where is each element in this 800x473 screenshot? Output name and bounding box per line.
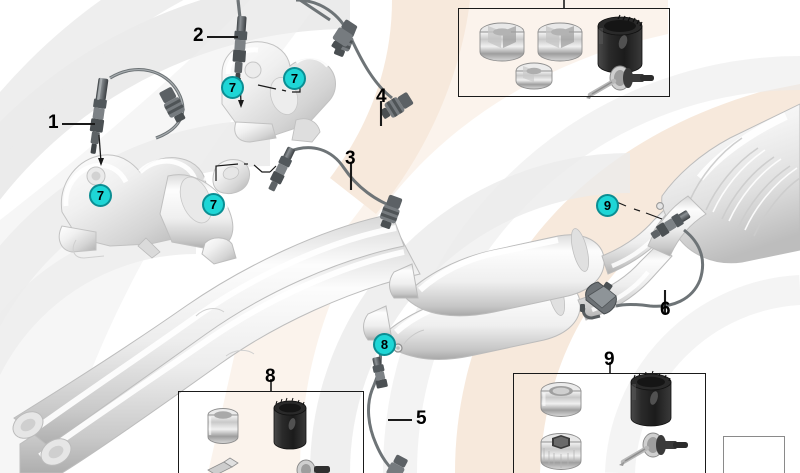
callout-6: 6 bbox=[660, 299, 671, 320]
sensor-top-right-connector bbox=[331, 19, 358, 51]
bubble-7-manifold-upper-left[interactable]: 7 bbox=[221, 76, 244, 99]
muffler-ribs bbox=[689, 137, 800, 237]
muffler-rib-highlights bbox=[712, 149, 798, 231]
callout-8: 8 bbox=[265, 366, 276, 387]
callout-4: 4 bbox=[376, 86, 387, 107]
sensor-3-connector bbox=[379, 194, 403, 229]
wrench-tool-bl bbox=[207, 457, 239, 473]
hex-socket-plug-br bbox=[540, 433, 582, 470]
hole-saw-top bbox=[597, 14, 643, 74]
sensor-control-module bbox=[580, 281, 617, 320]
inset-box-bottom-right bbox=[513, 373, 706, 473]
arbor-with-drill-bit-br bbox=[619, 432, 688, 466]
oxygen-sensor-1 bbox=[89, 68, 186, 154]
bubble-8-front-pipe[interactable]: 8 bbox=[373, 333, 396, 356]
callout-9: 9 bbox=[604, 349, 615, 370]
oxygen-sensor-3 bbox=[268, 146, 403, 229]
hole-saw-bl bbox=[273, 397, 307, 450]
midpipe-sensor-boss bbox=[212, 159, 251, 195]
sensor-1-body bbox=[89, 77, 109, 154]
bubble-7-manifold-upper-right[interactable]: 7 bbox=[283, 67, 306, 90]
inset-top-right-parts bbox=[479, 14, 654, 99]
bubble-7-manifold-left[interactable]: 7 bbox=[89, 184, 112, 207]
arbor-bl bbox=[296, 459, 330, 473]
exhaust-front-pipe-y bbox=[12, 213, 421, 473]
tan-background-arc-b bbox=[208, 0, 668, 473]
oxygen-sensor-5 bbox=[367, 349, 408, 473]
oxygen-sensor-6 bbox=[615, 210, 705, 308]
sensor-6-body bbox=[650, 210, 691, 239]
threaded-plug-top bbox=[515, 62, 553, 90]
sensor-5-connector bbox=[386, 454, 408, 473]
bushing-sleeve-bl bbox=[207, 408, 239, 444]
inset-box-top-right bbox=[458, 8, 670, 97]
sensor-3-body bbox=[268, 146, 295, 192]
sensor-1-connector bbox=[159, 87, 186, 123]
bushing-nut-a bbox=[479, 22, 525, 62]
inset-bottom-left-parts bbox=[207, 397, 330, 473]
arbor-with-drill-bit-top bbox=[586, 65, 654, 99]
callout-3: 3 bbox=[345, 148, 356, 169]
bushing-nut-b bbox=[537, 22, 583, 62]
inset-bottom-right-parts bbox=[540, 370, 688, 470]
sensor-4-connector-lower bbox=[380, 92, 414, 119]
sensor-2-body bbox=[232, 15, 248, 82]
oxygen-sensor-top-right bbox=[299, 0, 358, 51]
bubble-9-muffler-neck[interactable]: 9 bbox=[596, 194, 619, 217]
grey-background-arc-fills bbox=[0, 0, 320, 473]
corner-arrow-box bbox=[723, 436, 785, 473]
oxygen-sensor-2 bbox=[232, 0, 248, 82]
threaded-bushing-br bbox=[540, 382, 582, 417]
callout-5: 5 bbox=[416, 408, 427, 429]
bubble-7-midpipe[interactable]: 7 bbox=[202, 193, 225, 216]
sensor-5-body bbox=[372, 356, 388, 389]
hole-saw-br bbox=[630, 370, 672, 427]
callout-2: 2 bbox=[193, 25, 204, 46]
inset-box-bottom-left bbox=[178, 391, 364, 473]
front-pipe-flanges bbox=[12, 411, 72, 466]
exhaust-manifold-with-catalyst-left bbox=[58, 154, 237, 265]
callout-1: 1 bbox=[48, 112, 59, 133]
